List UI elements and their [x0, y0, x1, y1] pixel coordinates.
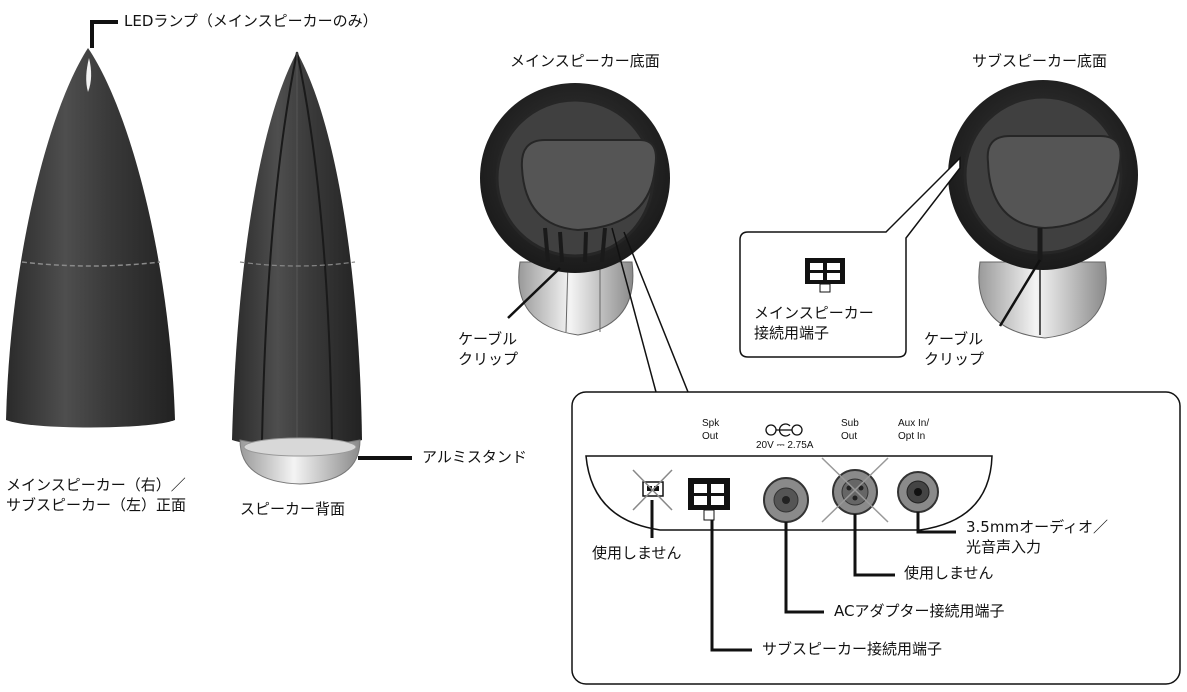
- unused-label-sub-out: 使用しません: [904, 564, 994, 582]
- back-label: スピーカー背面: [240, 500, 346, 518]
- cable-clip-label-main-2: クリップ: [458, 350, 519, 368]
- front-label-line2: サブスピーカー（左）正面: [6, 496, 187, 514]
- main-bottom-view: [480, 83, 670, 336]
- audio-input-label-1: 3.5mmオーディオ／: [966, 518, 1109, 536]
- main-connector-label-1: メインスピーカー: [754, 304, 874, 322]
- aux-opt-in-port: [897, 471, 939, 513]
- cable-clip-leader-main: [507, 267, 561, 319]
- main-connector-callout: [739, 156, 961, 358]
- alu-stand-label: アルミスタンド: [422, 448, 527, 466]
- cable-clip-label-sub-2: クリップ: [924, 350, 985, 368]
- spk-out-label-2: Out: [702, 431, 719, 442]
- led-lamp-label: LEDランプ（メインスピーカーのみ）: [124, 12, 378, 30]
- aux-label-2: Opt In: [898, 431, 926, 442]
- front-speaker: [6, 48, 175, 428]
- sub-out-label-1: Sub: [841, 418, 859, 429]
- main-connector-label-2: 接続用端子: [754, 324, 830, 342]
- spk-out-label-1: Spk: [702, 418, 720, 429]
- sub-bottom-title: サブスピーカー底面: [972, 52, 1108, 70]
- unused-port-left: [632, 469, 673, 511]
- sub-out-port: [821, 457, 889, 523]
- power-rating-label: 20V ⎓ 2.75A: [756, 440, 814, 451]
- main-bottom-title: メインスピーカー底面: [510, 52, 660, 70]
- back-speaker: [232, 51, 362, 485]
- aux-label-1: Aux In/: [898, 418, 930, 429]
- sub-connector-label: サブスピーカー接続用端子: [762, 640, 943, 658]
- front-label-line1: メインスピーカー（右）／: [6, 476, 186, 494]
- polarity-icon: [765, 423, 803, 437]
- led-lamp-icon: [86, 58, 92, 92]
- unused-label-left: 使用しません: [592, 544, 682, 562]
- sub-out-label-2: Out: [841, 431, 858, 442]
- cable-clip-label-main: ケーブル: [458, 330, 518, 348]
- spk-out-port: [688, 478, 730, 521]
- dc-power-port: [763, 477, 809, 523]
- cable-clip-leader-sub: [998, 259, 1042, 327]
- cable-clip-label-sub: ケーブル: [924, 330, 984, 348]
- led-leader-line: [90, 20, 118, 48]
- audio-input-label-2: 光音声入力: [966, 538, 1042, 556]
- main-connector-icon: [805, 258, 845, 284]
- sub-bottom-view: [948, 80, 1138, 339]
- ac-adapter-label: ACアダプター接続用端子: [834, 602, 1005, 620]
